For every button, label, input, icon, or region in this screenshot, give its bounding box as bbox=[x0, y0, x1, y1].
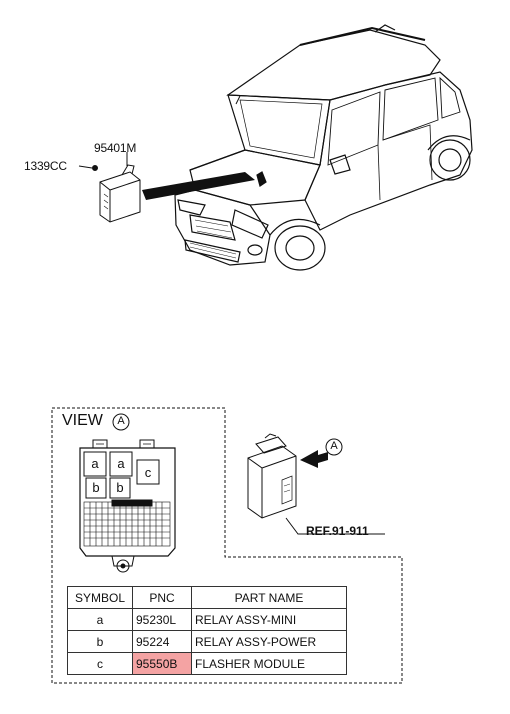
row-symbol: b bbox=[67, 630, 133, 653]
reference-label: REF.91-911 bbox=[306, 524, 369, 538]
header-pnc: PNC bbox=[132, 586, 192, 609]
row-part-name: RELAY ASSY-MINI bbox=[191, 608, 347, 631]
fuse-cell-b1: b bbox=[92, 480, 100, 495]
row-pnc: 95230L bbox=[132, 608, 192, 631]
header-part-name: PART NAME bbox=[191, 586, 347, 609]
arrow-marker-circle bbox=[325, 438, 343, 456]
row-part-name: FLASHER MODULE bbox=[191, 652, 347, 675]
view-marker-letter: A bbox=[117, 415, 125, 427]
row-symbol: a bbox=[67, 608, 133, 631]
fuse-box-view bbox=[79, 439, 176, 573]
location-arrow bbox=[142, 172, 255, 200]
row-pnc-highlighted: 95550B bbox=[132, 652, 192, 675]
view-marker-circle bbox=[112, 413, 130, 431]
module-illustration bbox=[78, 152, 141, 223]
row-symbol: c bbox=[67, 652, 133, 675]
row-pnc: 95224 bbox=[132, 630, 192, 653]
fuse-cell-c: c bbox=[144, 465, 152, 480]
fuse-cell-a2: a bbox=[117, 456, 125, 471]
parts-table: SYMBOL PNC PART NAME a 95230L RELAY ASSY… bbox=[67, 586, 347, 675]
car-illustration bbox=[174, 24, 473, 271]
fuse-cell-b2: b bbox=[116, 480, 124, 495]
view-title: VIEW bbox=[62, 412, 103, 429]
table-row: c 95550B FLASHER MODULE bbox=[67, 652, 347, 675]
fuse-cell-a1: a bbox=[91, 456, 99, 471]
arrow-marker-letter: A bbox=[330, 440, 338, 452]
view-frame bbox=[51, 407, 403, 684]
table-row: a 95230L RELAY ASSY-MINI bbox=[67, 608, 347, 631]
part-number-bolt: 1339CC bbox=[24, 159, 67, 173]
table-row: b 95224 RELAY ASSY-POWER bbox=[67, 630, 347, 653]
header-symbol: SYMBOL bbox=[67, 586, 133, 609]
table-header-row: SYMBOL PNC PART NAME bbox=[67, 586, 347, 609]
row-part-name: RELAY ASSY-POWER bbox=[191, 630, 347, 653]
relay-module-illustration bbox=[247, 433, 385, 535]
part-number-module: 95401M bbox=[94, 141, 137, 155]
view-direction-arrow bbox=[300, 450, 328, 468]
